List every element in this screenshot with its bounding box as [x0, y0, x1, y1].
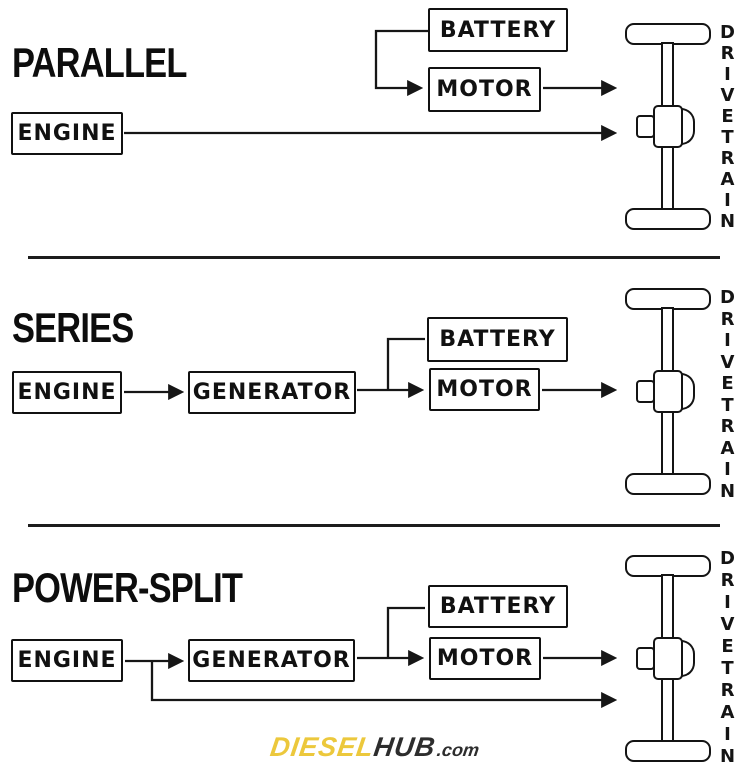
logo-domain-text: .com	[435, 740, 481, 760]
power-split-generator-box: GENERATOR	[188, 639, 355, 682]
logo-diesel-text: DIESEL	[268, 732, 377, 762]
section-divider	[28, 524, 720, 527]
series-motor-box: MOTOR	[429, 368, 540, 411]
drivetrain-wheel-bottom	[625, 473, 711, 495]
drivetrain-differential-body	[653, 637, 683, 680]
series-drivetrain-graphic	[625, 288, 725, 496]
parallel-engine-box: ENGINE	[11, 112, 123, 155]
parallel-motor-box: MOTOR	[428, 67, 541, 112]
power-split-title: POWER-SPLIT	[12, 564, 243, 612]
series-engine-box: ENGINE	[12, 371, 122, 414]
drivetrain-differential-bulge	[681, 373, 695, 410]
drivetrain-wheel-bottom	[625, 740, 711, 762]
power-split-drivetrain-vertical-label: DRIVETRAIN	[720, 548, 736, 767]
drivetrain-differential-bulge	[681, 640, 695, 677]
power-split-engine-box: ENGINE	[11, 639, 123, 682]
power-split-battery-box: BATTERY	[428, 585, 568, 628]
powersplit-generator-to-battery-line	[386, 606, 425, 658]
parallel-title: PARALLEL	[12, 39, 187, 87]
logo-hub-text: HUB	[371, 732, 438, 762]
drivetrain-differential-body	[653, 370, 683, 413]
series-generator-box: GENERATOR	[188, 371, 356, 414]
power-split-motor-box: MOTOR	[429, 637, 541, 680]
power-split-drivetrain-graphic	[625, 555, 725, 763]
parallel-drivetrain-vertical-label: DRIVETRAIN	[720, 22, 736, 232]
drivetrain-differential-body	[653, 105, 683, 148]
parallel-battery-to-motor-arrow	[374, 29, 428, 97]
series-drivetrain-vertical-label: DRIVETRAIN	[720, 287, 736, 502]
parallel-drivetrain-graphic	[625, 23, 725, 231]
series-title: SERIES	[12, 304, 134, 352]
drivetrain-wheel-bottom	[625, 208, 711, 230]
series-generator-to-battery-line	[386, 337, 425, 390]
series-battery-box: BATTERY	[427, 317, 568, 362]
parallel-battery-box: BATTERY	[428, 8, 568, 52]
section-divider	[28, 256, 720, 259]
drivetrain-differential-bulge	[681, 108, 695, 145]
